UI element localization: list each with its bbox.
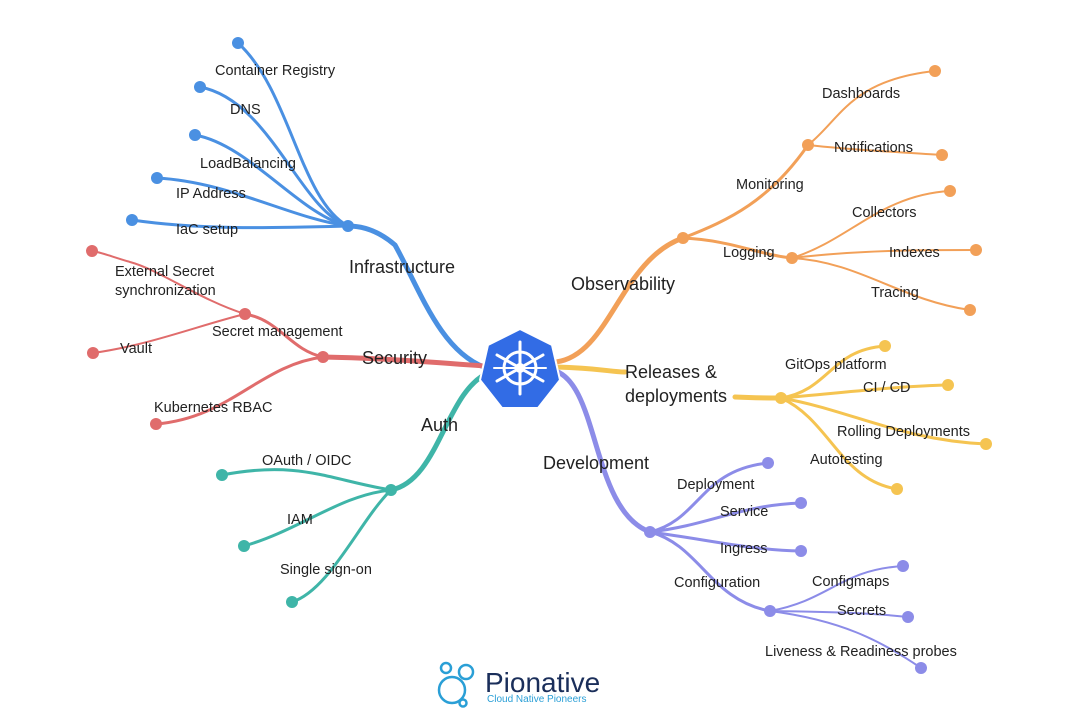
ci-cd-label: CI / CD	[863, 380, 911, 396]
security-branch	[91, 250, 487, 426]
kubernetes-rbac-label: Kubernetes RBAC	[154, 400, 272, 416]
ip-address-node	[151, 172, 163, 184]
ingress-label: Ingress	[720, 541, 768, 557]
iam-label: IAM	[287, 512, 313, 528]
notifications-node	[936, 149, 948, 161]
infrastructure-branch	[130, 41, 487, 370]
releases-branch	[553, 344, 988, 491]
bubbles-logo-icon	[437, 661, 475, 708]
oauth-oidc-node	[216, 469, 228, 481]
auth-label: Auth	[421, 415, 458, 435]
single-sign-on-node	[286, 596, 298, 608]
observability-branch	[553, 70, 977, 365]
deployment-label: Deployment	[677, 477, 754, 493]
observability-hub-node	[677, 232, 689, 244]
vault-node	[87, 347, 99, 359]
synchronization-label: synchronization	[115, 283, 216, 299]
external-secret-node	[86, 245, 98, 257]
deployment-node	[762, 457, 774, 469]
development-hub-node	[644, 526, 656, 538]
configuration-node	[764, 605, 776, 617]
secret-management-label: Secret management	[212, 324, 343, 340]
security-hub-node	[317, 351, 329, 363]
service-label: Service	[720, 504, 768, 520]
monitoring-label: Monitoring	[736, 177, 804, 193]
secret-management-node	[239, 308, 251, 320]
logging-label: Logging	[723, 245, 775, 261]
container-registry-node	[232, 37, 244, 49]
iam-node	[238, 540, 250, 552]
configmaps-node	[897, 560, 909, 572]
releases-label-line1: Releases &	[625, 362, 717, 382]
infrastructure-hub-node	[342, 220, 354, 232]
vault-label: Vault	[120, 341, 152, 357]
ip-address-label: IP Address	[176, 186, 246, 202]
autotesting-node	[891, 483, 903, 495]
brand-name: Pionative	[485, 667, 600, 698]
security-label: Security	[362, 348, 427, 368]
auth-hub-node	[385, 484, 397, 496]
configmaps-label: Configmaps	[812, 574, 889, 590]
brand-tagline: Cloud Native Pioneers	[487, 694, 587, 705]
rolling-deployments-label: Rolling Deployments	[837, 424, 970, 440]
dashboards-label: Dashboards	[822, 86, 900, 102]
observability-label: Observability	[571, 274, 675, 294]
single-sign-on-label: Single sign-on	[280, 562, 372, 578]
external-secret-label: External Secret	[115, 264, 214, 280]
loadbalancing-label: LoadBalancing	[200, 156, 296, 172]
gitops-platform-label: GitOps platform	[785, 357, 887, 373]
development-label: Development	[543, 453, 649, 473]
dns-node	[194, 81, 206, 93]
configuration-label: Configuration	[674, 575, 760, 591]
container-registry-label: Container Registry	[215, 63, 336, 79]
rolling-deployments-node	[980, 438, 992, 450]
indexes-label: Indexes	[889, 245, 940, 261]
secrets-node	[902, 611, 914, 623]
kubernetes-helm-icon	[478, 327, 562, 409]
auth-branch	[220, 369, 493, 604]
iac-setup-label: IaC setup	[176, 222, 238, 238]
oauth-oidc-label: OAuth / OIDC	[262, 453, 351, 469]
kubernetes-rbac-node	[150, 418, 162, 430]
monitoring-node	[802, 139, 814, 151]
autotesting-label: Autotesting	[810, 452, 883, 468]
indexes-node	[970, 244, 982, 256]
ingress-node	[795, 545, 807, 557]
ci-cd-node	[942, 379, 954, 391]
gitops-platform-node	[879, 340, 891, 352]
notifications-label: Notifications	[834, 140, 913, 156]
iac-setup-node	[126, 214, 138, 226]
tracing-node	[964, 304, 976, 316]
loadbalancing-node	[189, 129, 201, 141]
collectors-label: Collectors	[852, 205, 916, 221]
collectors-node	[944, 185, 956, 197]
liveness-readiness-label: Liveness & Readiness probes	[765, 644, 957, 660]
liveness-readiness-node	[915, 662, 927, 674]
secrets-label: Secrets	[837, 603, 886, 619]
service-node	[795, 497, 807, 509]
dashboards-node	[929, 65, 941, 77]
infrastructure-label: Infrastructure	[349, 257, 455, 277]
tracing-label: Tracing	[871, 285, 919, 301]
releases-hub-node	[775, 392, 787, 404]
logging-node	[786, 252, 798, 264]
dns-label: DNS	[230, 102, 261, 118]
releases-label-line2: deployments	[625, 386, 727, 406]
development-branch	[549, 367, 922, 669]
